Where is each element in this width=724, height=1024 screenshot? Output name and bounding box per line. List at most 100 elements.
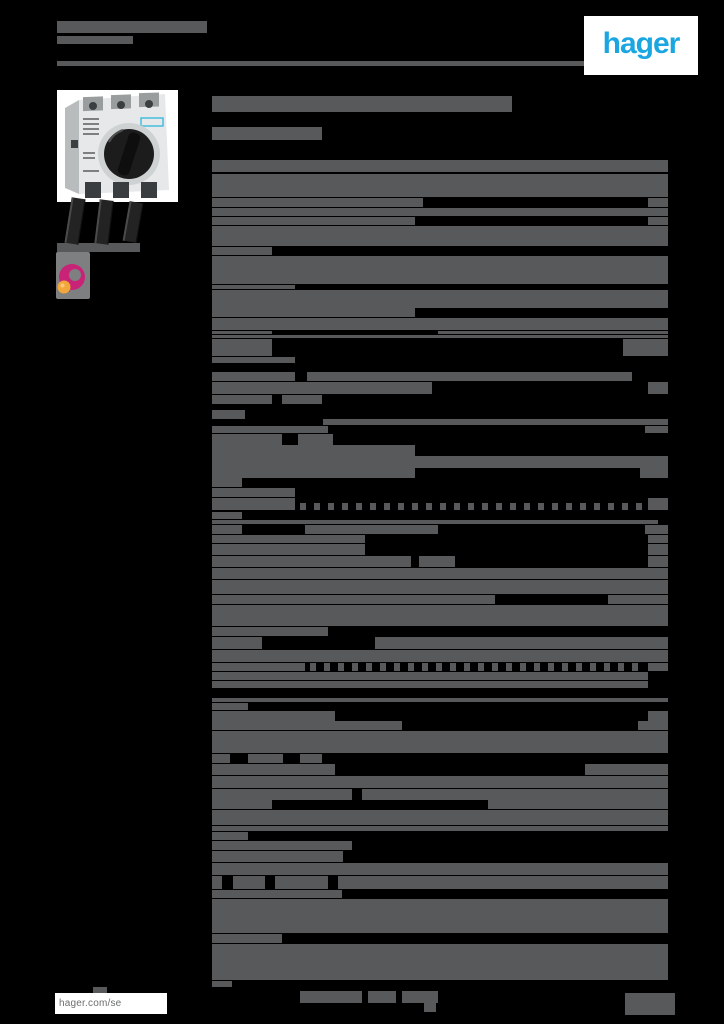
greeked-text-bar [324, 663, 330, 671]
greeked-text-bar [585, 764, 668, 775]
greeked-text-bar [212, 525, 242, 534]
easy-logo-icon [57, 264, 85, 294]
greeked-text-bar [212, 810, 668, 825]
hager-logo-box: hager [584, 16, 698, 75]
greeked-text-bar [212, 290, 668, 308]
greeked-text-bar [212, 226, 668, 246]
greeked-text-bar [464, 663, 470, 671]
greeked-text-bar [323, 419, 668, 425]
greeked-text-bar [426, 503, 432, 510]
greeked-text-bar [307, 372, 632, 381]
greeked-text-bar [212, 339, 272, 356]
greeked-text-bar [648, 217, 668, 225]
greeked-text-bar [212, 445, 415, 456]
greeked-text-bar [212, 544, 365, 555]
greeked-text-bar [212, 851, 343, 862]
greeked-text-bar [454, 503, 460, 510]
greeked-text-bar [212, 217, 415, 225]
greeked-text-bar [368, 991, 396, 1003]
greeked-text-bar [212, 568, 668, 579]
greeked-text-bar [212, 580, 668, 594]
cable-right [122, 201, 144, 243]
easy-logo-card [56, 252, 90, 299]
greeked-text-bar [370, 503, 376, 510]
greeked-text-bar [510, 503, 516, 510]
greeked-text-bar [212, 934, 282, 943]
greeked-text-bar [314, 503, 320, 510]
greeked-text-bar [212, 556, 411, 567]
greeked-text-bar [648, 544, 668, 555]
greeked-text-bar [212, 198, 423, 207]
greeked-text-bar [212, 841, 352, 850]
greeked-text-bar [623, 339, 668, 356]
header-rule [57, 61, 685, 66]
greeked-text-bar [233, 876, 265, 889]
greeked-text-bar [338, 876, 668, 889]
site-url-link[interactable]: hager.com/se [59, 998, 122, 1009]
greeked-text-bar [212, 672, 648, 680]
greeked-text-bar [362, 789, 668, 800]
greeked-text-bar [212, 382, 432, 394]
greeked-text-bar [212, 944, 668, 980]
greeked-text-bar [422, 663, 428, 671]
greeked-text-bar [436, 663, 442, 671]
greeked-text-bar [212, 776, 668, 788]
greeked-text-bar [212, 731, 668, 742]
greeked-text-bar [212, 703, 248, 710]
product-photo [57, 90, 178, 202]
greeked-text-bar [625, 993, 675, 1015]
greeked-text-bar [212, 663, 305, 671]
greeked-text-bar [275, 876, 328, 889]
greeked-text-bar [212, 335, 668, 338]
greeked-text-bar [212, 832, 248, 840]
greeked-text-bar [622, 503, 628, 510]
greeked-text-bar [212, 876, 222, 889]
greeked-text-bar [338, 663, 344, 671]
greeked-text-bar [212, 605, 668, 626]
greeked-text-bar [450, 663, 456, 671]
greeked-text-bar [212, 981, 232, 987]
greeked-text-bar [300, 503, 306, 510]
greeked-text-bar [298, 434, 333, 445]
greeked-text-bar [212, 208, 668, 216]
greeked-text-bar [576, 663, 582, 671]
greeked-text-bar [352, 663, 358, 671]
greeked-text-bar [375, 637, 668, 649]
greeked-text-bar [608, 595, 668, 604]
greeked-text-bar [638, 721, 668, 730]
greeked-text-bar [632, 663, 638, 671]
greeked-text-bar [212, 247, 272, 255]
greeked-text-bar [212, 764, 335, 775]
greeked-text-bar [640, 468, 668, 478]
greeked-text-bar [604, 663, 610, 671]
greeked-text-bar [212, 488, 295, 497]
greeked-text-bar [212, 826, 668, 831]
greeked-text-bar [93, 987, 107, 993]
greeked-text-bar [212, 890, 342, 898]
greeked-text-bar [468, 503, 474, 510]
greeked-text-bar [478, 663, 484, 671]
greeked-text-bar [212, 742, 668, 753]
greeked-text-bar [594, 503, 600, 510]
greeked-text-bar [438, 331, 668, 334]
greeked-text-bar [212, 160, 668, 172]
greeked-text-bar [496, 503, 502, 510]
greeked-text-bar [328, 503, 334, 510]
greeked-text-bar [305, 525, 438, 534]
greeked-text-bar [520, 663, 526, 671]
greeked-text-bar [212, 285, 295, 289]
greeked-text-bar [212, 357, 295, 363]
greeked-text-bar [608, 503, 614, 510]
greeked-text-bar [342, 503, 348, 510]
greeked-text-bar [282, 395, 322, 404]
greeked-text-bar [648, 556, 668, 567]
greeked-text-bar [212, 512, 242, 519]
greeked-text-bar [636, 503, 642, 510]
greeked-text-bar [212, 456, 668, 468]
greeked-text-bar [538, 503, 544, 510]
greeked-text-bar [590, 663, 596, 671]
greeked-text-bar [648, 503, 668, 510]
greeked-text-bar [212, 789, 352, 800]
greeked-text-bar [562, 663, 568, 671]
greeked-text-bar [212, 627, 328, 636]
